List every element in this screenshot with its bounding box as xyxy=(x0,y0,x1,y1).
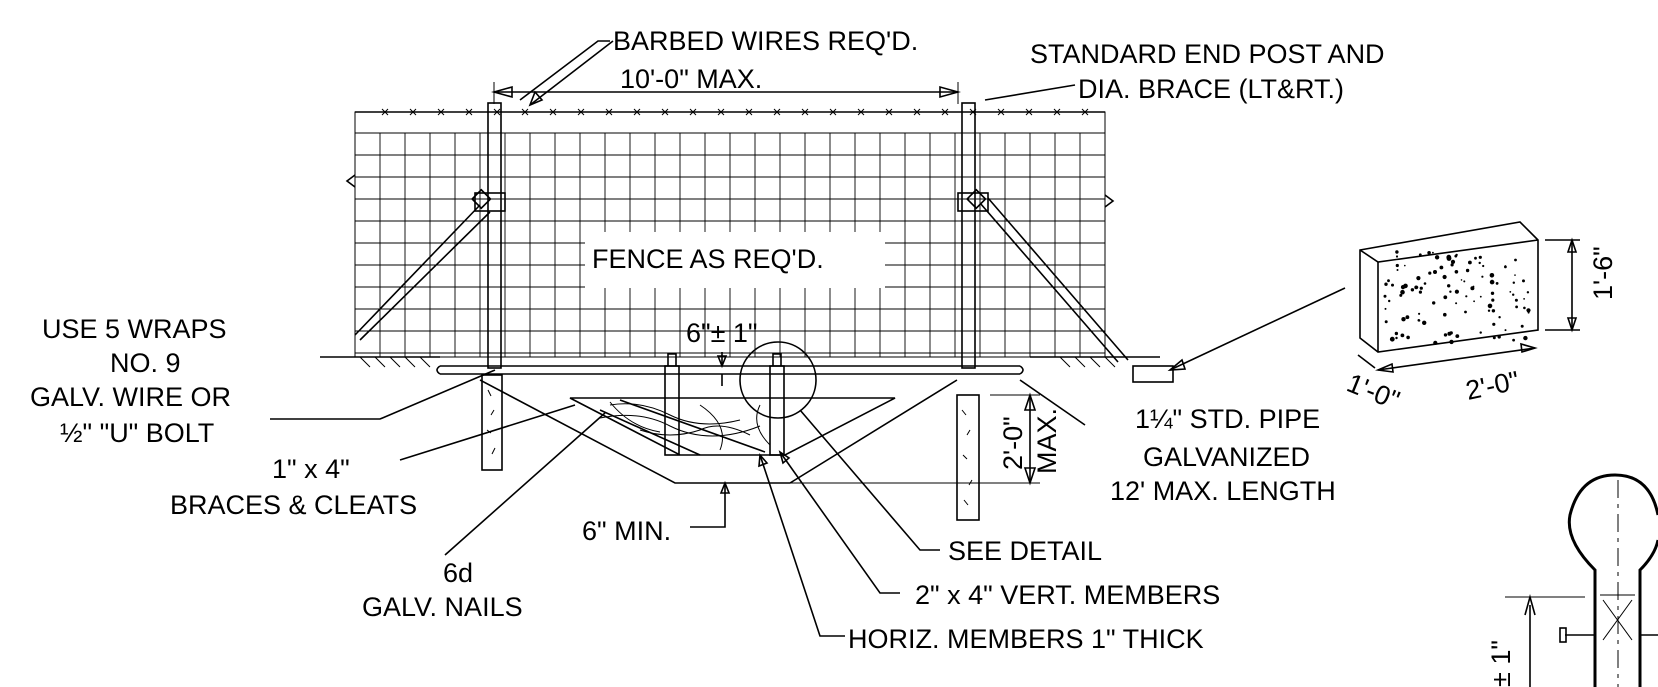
ditch-outline xyxy=(479,379,958,484)
min-depth-label: 6" MIN. xyxy=(582,516,671,546)
left-end-post xyxy=(354,102,506,369)
wraps-label-line3: GALV. WIRE OR xyxy=(30,382,231,412)
pipe-label-line3: 12' MAX. LENGTH xyxy=(1110,476,1336,506)
detail-clip xyxy=(1505,473,1658,687)
barbed-wires-label: BARBED WIRES REQ'D. xyxy=(613,26,918,56)
barbed-wire xyxy=(355,108,1105,116)
clearance-label: 6"± 1" xyxy=(686,318,758,348)
floodgate xyxy=(569,341,896,456)
span-max-label: 10'-0" MAX. xyxy=(620,64,762,94)
braces-label-line2: BRACES & CLEATS xyxy=(170,490,417,520)
left-concrete-footing xyxy=(481,374,503,471)
depth-label-line1: 2'-0" xyxy=(998,416,1028,470)
see-detail-label: SEE DETAIL xyxy=(948,536,1102,566)
block-height-label: 1'-6" xyxy=(1588,246,1618,300)
pipe-label-line2: GALVANIZED xyxy=(1143,442,1310,472)
braces-label-line1: 1" x 4" xyxy=(272,454,350,484)
block-width-label: 1'-0" xyxy=(1343,368,1404,416)
horiz-members-label: HORIZ. MEMBERS 1" THICK xyxy=(848,624,1204,654)
fence-mesh xyxy=(345,111,1115,358)
wraps-label-line2: NO. 9 xyxy=(110,348,181,378)
wraps-label-line1: USE 5 WRAPS xyxy=(42,314,227,344)
end-post-label-line2: DIA. BRACE (LT&RT.) xyxy=(1078,74,1344,104)
right-end-post xyxy=(957,102,1129,369)
fence-label: FENCE AS REQ'D. xyxy=(592,244,824,274)
leaders xyxy=(270,40,1580,637)
nails-label-line1: 6d xyxy=(443,558,473,588)
block-length-label: 2'-0" xyxy=(1463,365,1522,406)
detail-dim-label: ± 1" xyxy=(1486,640,1516,687)
ground-line xyxy=(320,356,1160,368)
right-concrete-footing xyxy=(956,394,980,521)
nails-label-line2: GALV. NAILS xyxy=(362,592,523,622)
pipe xyxy=(436,365,1024,375)
wraps-label-line4: ½" "U" BOLT xyxy=(60,418,214,448)
concrete-block xyxy=(1132,221,1539,383)
end-post-label-line1: STANDARD END POST AND xyxy=(1030,39,1385,69)
vert-members-label: 2" x 4" VERT. MEMBERS xyxy=(915,580,1220,610)
depth-label-line2: MAX. xyxy=(1032,408,1062,474)
pipe-label-line1: 1¼" STD. PIPE xyxy=(1135,404,1320,434)
